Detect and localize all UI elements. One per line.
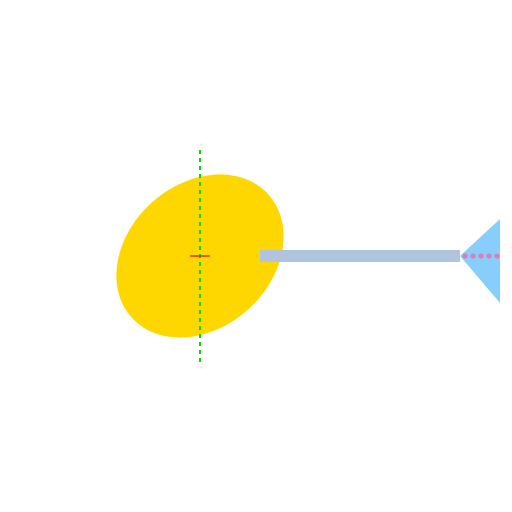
pink-dot: [470, 253, 476, 259]
blue-triangle: [460, 219, 500, 303]
pink-dot: [494, 253, 500, 259]
pink-dot: [486, 253, 492, 259]
pink-dot-row: [462, 253, 500, 259]
pink-dot: [462, 253, 468, 259]
horizontal-bar: [260, 250, 460, 262]
pink-dot: [478, 253, 484, 259]
